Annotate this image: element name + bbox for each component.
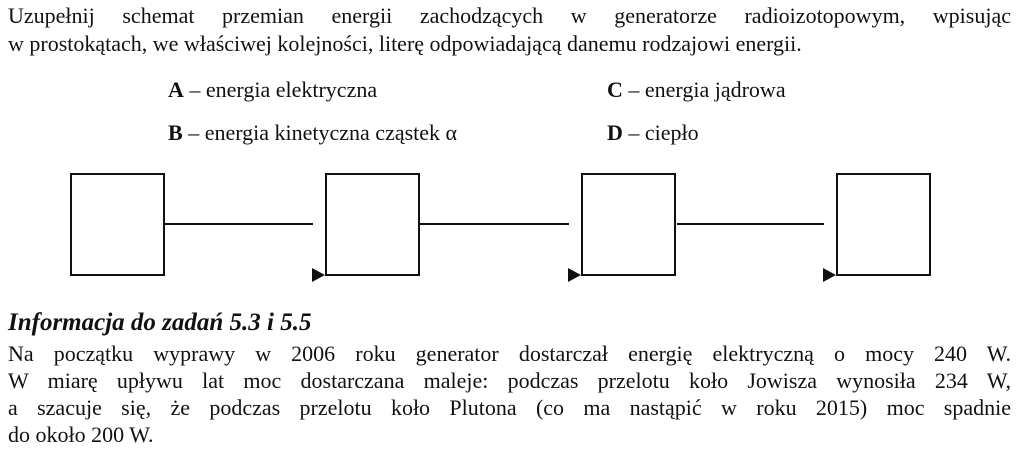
legend-item-c: C – energia jądrowa bbox=[607, 77, 786, 103]
info-line-4: do około 200 W. bbox=[8, 422, 154, 447]
legend-letter: B bbox=[168, 120, 183, 145]
arrow-line bbox=[677, 223, 824, 225]
legend-text: – energia jądrowa bbox=[622, 77, 786, 102]
info-line-3: a szacuje się, że podczas przelotu koło … bbox=[8, 395, 1011, 420]
legend-text: – energia elektryczna bbox=[183, 77, 378, 102]
legend-letter: C bbox=[607, 77, 623, 102]
arrow-line bbox=[165, 223, 313, 225]
answer-box-3[interactable] bbox=[581, 173, 676, 276]
legend-letter: A bbox=[168, 77, 184, 102]
legend-item-b: B – energia kinetyczna cząstek α bbox=[168, 120, 457, 146]
arrow-line bbox=[420, 223, 569, 225]
arrow-head-icon bbox=[823, 268, 836, 282]
legend-text: – ciepło bbox=[622, 120, 699, 145]
legend-item-d: D – ciepło bbox=[607, 120, 699, 146]
instruction-line-1: Uzupełnij schemat przemian energii zacho… bbox=[8, 3, 1011, 28]
arrow-head-icon bbox=[312, 268, 325, 282]
answer-box-2[interactable] bbox=[325, 173, 420, 276]
info-heading: Informacja do zadań 5.3 i 5.5 bbox=[8, 309, 312, 336]
arrow-head-icon bbox=[568, 268, 581, 282]
info-line-2: W miarę upływu lat moc dostarczana malej… bbox=[8, 368, 1011, 393]
answer-box-4[interactable] bbox=[836, 173, 931, 276]
instruction-line-2: w prostokątach, we właściwej kolejności,… bbox=[8, 31, 802, 56]
answer-box-1[interactable] bbox=[70, 173, 165, 276]
legend-letter: D bbox=[607, 120, 623, 145]
info-line-1: Na początku wyprawy w 2006 roku generato… bbox=[8, 341, 1011, 366]
legend-item-a: A – energia elektryczna bbox=[168, 77, 377, 103]
legend-text: – energia kinetyczna cząstek α bbox=[182, 120, 458, 145]
